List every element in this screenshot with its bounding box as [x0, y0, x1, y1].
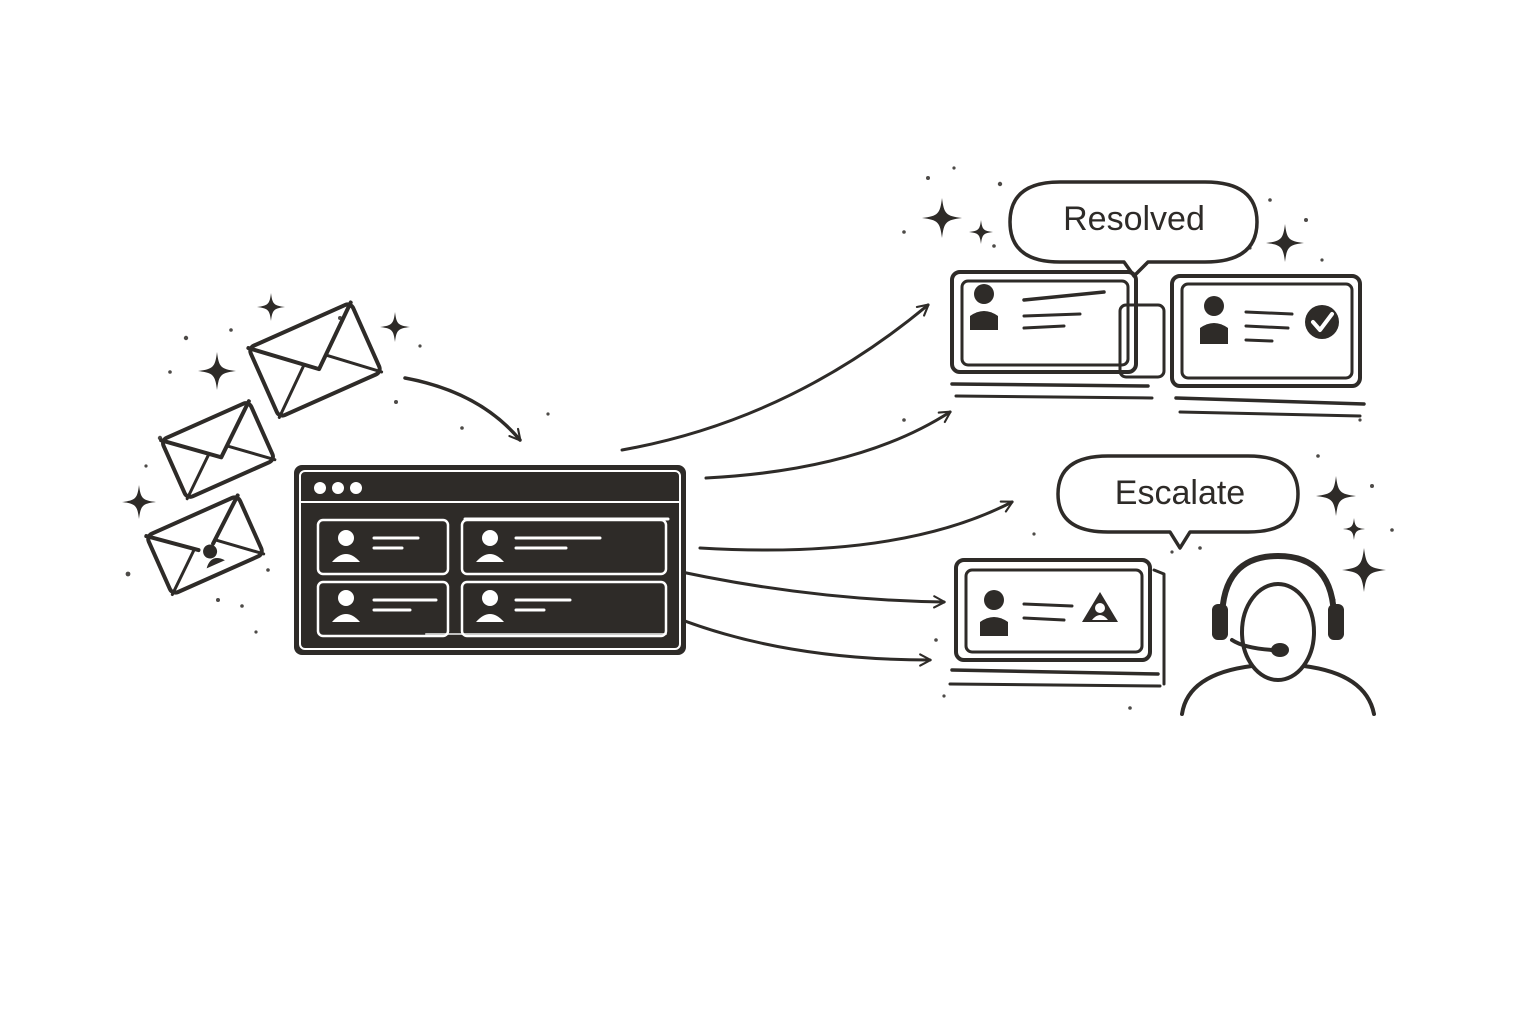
flow-arrows — [403, 303, 1014, 667]
envelope-icon — [144, 493, 266, 597]
sparkle-icon — [380, 312, 410, 342]
escalate-bubble: Escalate — [1056, 454, 1300, 550]
envelope-icon — [159, 399, 277, 501]
speckles — [125, 166, 1394, 710]
sparkle-icon — [198, 352, 236, 390]
escalate-label: Escalate — [1115, 474, 1245, 512]
ticket-card-stack — [948, 558, 1166, 688]
checkmark-icon — [1305, 305, 1339, 339]
person-icon — [1204, 296, 1224, 316]
sparkle-icon — [257, 293, 285, 321]
resolved-label: Resolved — [1063, 200, 1205, 238]
arrow-icon — [620, 303, 930, 452]
person-icon — [482, 590, 498, 606]
ticket-card-stack — [950, 270, 1166, 400]
sparkle-icon — [1343, 518, 1365, 540]
person-icon — [482, 530, 498, 546]
person-icon — [338, 590, 354, 606]
sparkle-icon — [1266, 224, 1304, 262]
sparkle-icon — [1342, 548, 1386, 592]
person-icon — [984, 590, 1004, 610]
arrow-icon — [648, 563, 946, 609]
sparkle-icon — [922, 198, 962, 238]
arrow-icon — [403, 376, 522, 442]
window-dot — [314, 482, 326, 494]
envelope-icon — [246, 300, 384, 419]
incoming-emails — [144, 300, 384, 597]
person-icon — [974, 284, 994, 304]
escalate-group: Escalate — [948, 454, 1376, 716]
ticket-tile — [460, 580, 668, 638]
sparkle-icon — [122, 485, 156, 519]
window-dot — [332, 482, 344, 494]
ticket-tile — [316, 518, 450, 576]
ticket-tile — [316, 580, 450, 638]
ticket-window-icon — [294, 465, 686, 655]
support-agent-headset-icon — [1180, 553, 1376, 716]
resolved-bubble: Resolved — [1008, 180, 1259, 278]
person-icon — [338, 530, 354, 546]
sparkle-icon — [969, 220, 993, 244]
window-dot — [350, 482, 362, 494]
warning-icon — [1082, 592, 1118, 622]
resolved-group: Resolved — [950, 180, 1366, 418]
arrow-icon — [704, 410, 952, 480]
ticket-tile — [460, 518, 668, 576]
ticket-card-stack — [1170, 274, 1366, 418]
sparkle-icon — [1316, 476, 1356, 516]
arrow-icon — [698, 500, 1014, 552]
